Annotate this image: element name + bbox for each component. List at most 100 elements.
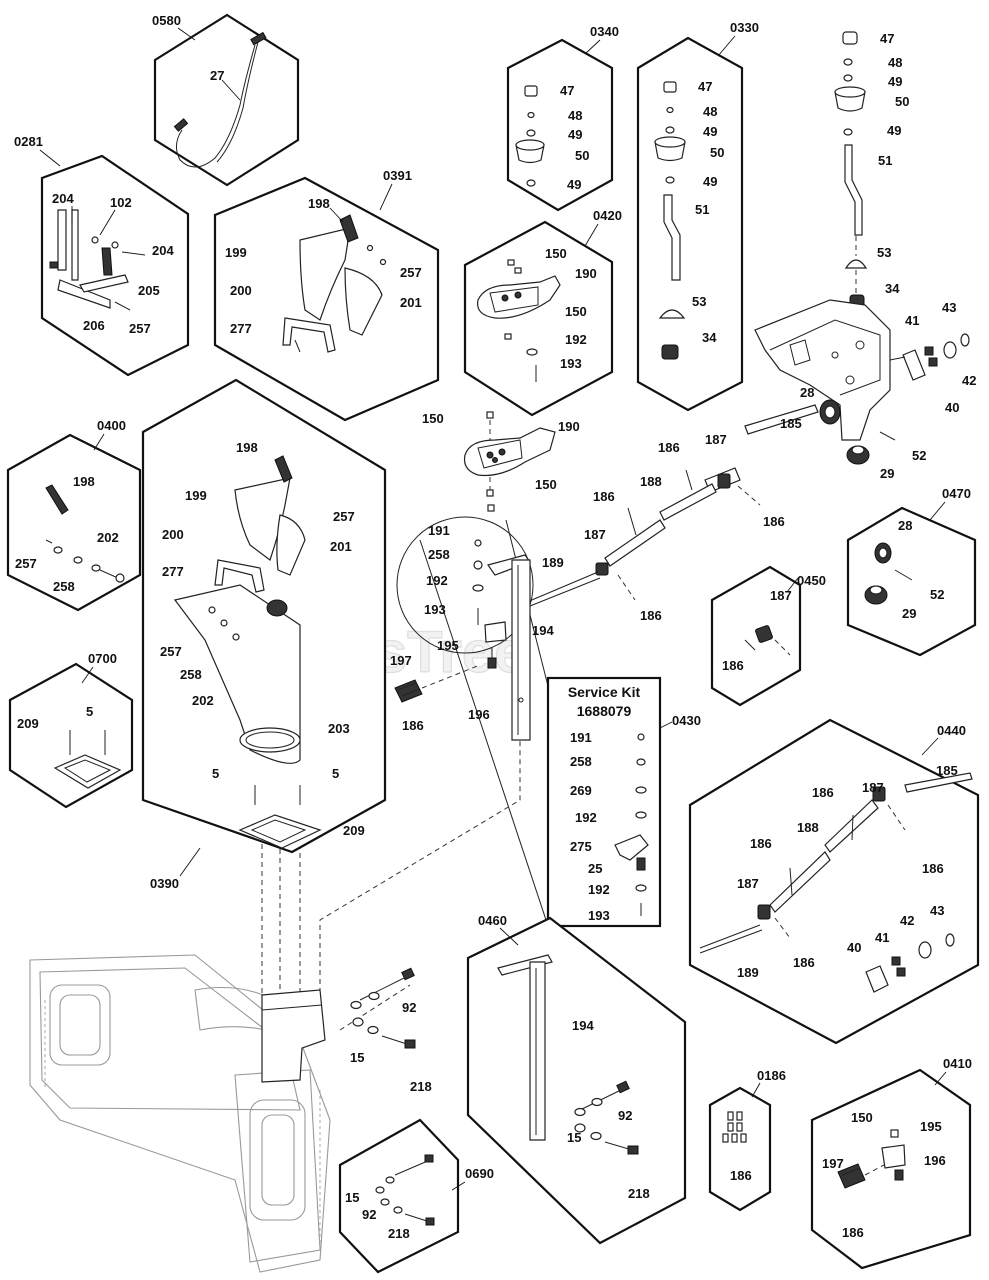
callout-0281-2: 204 [152,243,174,258]
group-0580 [153,13,300,187]
group-0690 [338,1118,460,1274]
group-0330 [636,36,744,412]
callout-0390-0: 198 [236,440,258,455]
group-0450 [710,565,802,707]
callout-0430-4: 275 [570,839,592,854]
main-shift-rod [519,404,819,611]
group-0391 [213,176,440,422]
callout-0440-3: 188 [797,820,819,835]
callout-0470-0: 28 [898,518,912,533]
callout-main-23: 186 [763,514,785,529]
group-label-0400: 0400 [97,418,126,433]
callout-main-10: 42 [962,373,976,388]
callout-main-34: 186 [402,718,424,733]
callout-main-30: 186 [640,608,662,623]
group-label-0340: 0340 [590,24,619,39]
callout-0391-1: 199 [225,245,247,260]
callout-0390-5: 277 [162,564,184,579]
callout-0281-3: 205 [138,283,160,298]
callout-0281-0: 204 [52,191,74,206]
group-label-0690: 0690 [465,1166,494,1181]
callout-main-27: 193 [424,602,446,617]
auger-housing-outline [29,954,331,1273]
callout-0420-3: 192 [565,332,587,347]
service-kit-number: 1688079 [577,703,632,719]
callout-0400-3: 258 [53,579,75,594]
callout-0430-5: 25 [588,861,602,876]
group-0410 [810,1068,972,1270]
callout-0390-7: 258 [180,667,202,682]
group-label-0460: 0460 [478,913,507,928]
callout-main-38: 218 [410,1079,432,1094]
callout-0470-1: 52 [930,587,944,602]
callout-0410-0: 150 [851,1110,873,1125]
callout-0281-4: 206 [83,318,105,333]
callout-main-20: 187 [705,432,727,447]
callout-0440-2: 187 [862,780,884,795]
main-assembly [29,31,970,1273]
group-0281 [40,154,190,377]
group-label-0470: 0470 [942,486,971,501]
callout-0440-6: 187 [737,876,759,891]
callout-main-8: 43 [942,300,956,315]
callout-0440-0: 185 [936,763,958,778]
callout-main-12: 28 [800,385,814,400]
shift-plate-hardware [889,333,970,381]
group-0440 [688,718,980,1045]
callout-0391-0: 198 [308,196,330,211]
callout-main-4: 49 [887,123,901,138]
group-0700 [8,662,134,809]
callout-0400-0: 198 [73,474,95,489]
callout-0430-0: 191 [570,730,592,745]
callout-0700-0: 5 [86,704,93,719]
shift-handle-stack [834,31,868,308]
callout-0700-1: 209 [17,716,39,731]
main-spring [394,647,497,703]
group-label-0580: 0580 [152,13,181,28]
callout-0340-0: 47 [560,83,574,98]
callout-0400-2: 202 [97,530,119,545]
callout-0470-2: 29 [902,606,916,621]
callout-main-29: 189 [542,555,564,570]
callout-0450-1: 186 [722,658,744,673]
callout-0281-5: 257 [129,321,151,336]
callout-0330-5: 51 [695,202,709,217]
callout-0440-1: 186 [812,785,834,800]
callout-0330-6: 53 [692,294,706,309]
group-0430 [546,676,662,928]
group-label-0420: 0420 [593,208,622,223]
callout-0330-0: 47 [698,79,712,94]
frame-bracket [754,299,891,441]
main-bolt-hardware [350,967,416,1049]
callout-main-36: 92 [402,1000,416,1015]
group-label-0700: 0700 [88,651,117,666]
main-control-housing [463,411,556,512]
callout-main-17: 190 [558,419,580,434]
callout-0390-9: 203 [328,721,350,736]
callout-0440-11: 40 [847,940,861,955]
group-label-0410: 0410 [943,1056,972,1071]
callout-main-18: 150 [535,477,557,492]
callout-main-26: 192 [426,573,448,588]
callout-main-14: 52 [912,448,926,463]
callout-0430-6: 192 [588,882,610,897]
callout-0330-3: 50 [710,145,724,160]
callout-main-16: 150 [422,411,444,426]
group-0340 [506,38,614,212]
group-0390 [141,378,387,854]
callout-0390-2: 257 [333,509,355,524]
callout-0460-3: 218 [628,1186,650,1201]
callout-main-11: 40 [945,400,959,415]
callout-0340-4: 49 [567,177,581,192]
callout-0430-3: 192 [575,810,597,825]
callout-main-31: 195 [437,638,459,653]
callout-main-5: 51 [878,153,892,168]
group-0420 [463,220,614,417]
callout-0440-7: 186 [793,955,815,970]
callout-main-33: 197 [390,653,412,668]
callout-main-32: 194 [532,623,554,638]
group-label-0391: 0391 [383,168,412,183]
callout-0690-0: 15 [345,1190,359,1205]
callout-0340-3: 50 [575,148,589,163]
